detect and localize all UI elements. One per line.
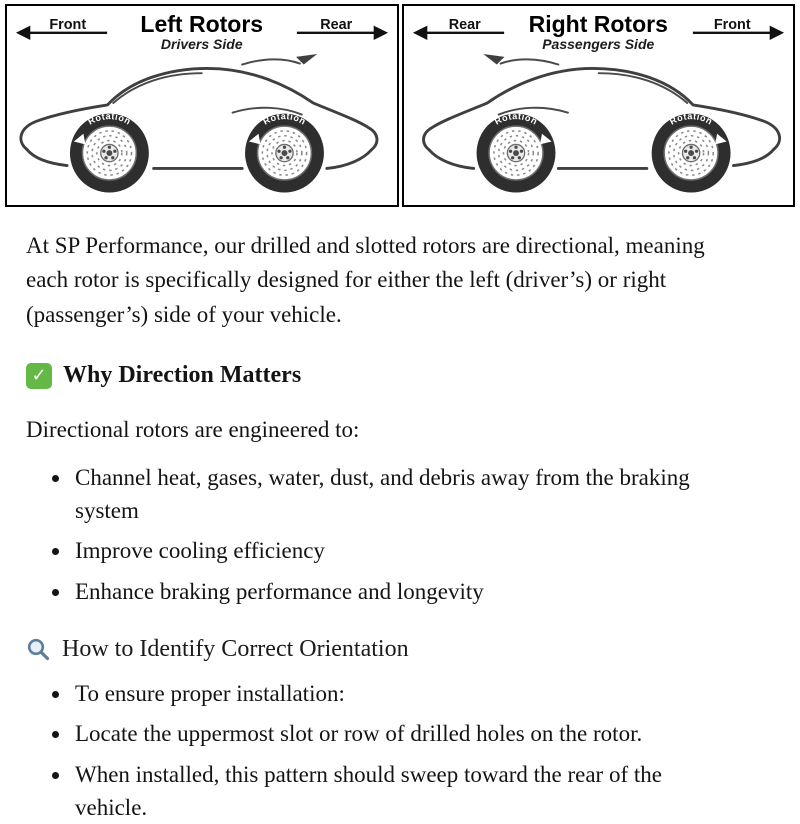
panel-title: Left Rotors — [140, 11, 264, 37]
list-item: To ensure proper installation: — [72, 677, 730, 710]
orientation-steps-list: To ensure proper installation: Locate th… — [26, 677, 730, 824]
panel-subtitle: Drivers Side — [160, 36, 243, 53]
rotor-direction-diagram: Front Left Rotors Drivers Side Rear Rot — [0, 0, 800, 207]
rear-direction-arrow-icon: Rear — [412, 17, 504, 40]
rear-arrow-label: Rear — [448, 17, 480, 33]
list-item: Improve cooling efficiency — [72, 534, 730, 567]
rotation-arrow-icon — [714, 133, 727, 145]
rotation-arrow-icon — [248, 133, 261, 145]
panel-subtitle: Passengers Side — [542, 36, 655, 53]
article-content: At SP Performance, our drilled and slott… — [0, 207, 760, 824]
svg-text:Rotation: Rotation — [86, 111, 132, 127]
left-rotors-panel: Front Left Rotors Drivers Side Rear Rot — [5, 4, 399, 207]
section-heading-why-direction-matters: ✓ Why Direction Matters — [26, 362, 730, 389]
rear-wheel-rotor: Rotation — [475, 111, 556, 193]
svg-text:Rotation: Rotation — [261, 111, 307, 127]
svg-text:Rotation: Rotation — [492, 111, 538, 127]
svg-text:Rotation: Rotation — [667, 111, 713, 127]
front-direction-arrow-icon: Front — [692, 17, 785, 40]
panel-title: Right Rotors — [528, 11, 668, 37]
left-panel-titles: Left Rotors Drivers Side — [110, 11, 294, 53]
rotation-label: Rotation — [261, 111, 307, 127]
list-item: Enhance braking performance and longevit… — [72, 575, 730, 608]
list-item: When installed, this pattern should swee… — [72, 758, 730, 824]
rear-wheel-rotor: Rotation — [244, 111, 325, 193]
rotation-arrow-icon — [539, 133, 552, 145]
right-panel-titles: Right Rotors Passengers Side — [507, 11, 691, 53]
front-arrow-label: Front — [714, 17, 751, 33]
rear-arrow-label: Rear — [320, 17, 352, 33]
magnifier-icon — [27, 638, 50, 661]
intro-paragraph: At SP Performance, our drilled and slott… — [26, 232, 705, 327]
rotation-label: Rotation — [492, 111, 538, 127]
rotation-label: Rotation — [667, 111, 713, 127]
section-title: Why Direction Matters — [63, 362, 302, 389]
left-car-illustration: Rotation Rotation — [19, 52, 379, 193]
right-panel-header: Rear Right Rotors Passengers Side Front — [404, 6, 794, 53]
front-direction-arrow-icon: Front — [15, 17, 108, 40]
list-item: Locate the uppermost slot or row of dril… — [72, 717, 730, 750]
section-title: How to Identify Correct Orientation — [62, 635, 409, 662]
rotation-arrow-icon — [73, 133, 86, 145]
left-panel-header: Front Left Rotors Drivers Side Rear — [7, 6, 397, 53]
list-item: Channel heat, gases, water, dust, and de… — [72, 461, 730, 528]
front-wheel-rotor: Rotation — [69, 111, 150, 193]
front-wheel-rotor: Rotation — [650, 111, 731, 193]
section-heading-how-to-identify: How to Identify Correct Orientation — [26, 636, 730, 663]
rear-direction-arrow-icon: Rear — [296, 17, 388, 40]
right-rotors-panel: Rear Right Rotors Passengers Side Front — [401, 4, 795, 207]
check-icon: ✓ — [26, 362, 52, 389]
rotation-label: Rotation — [86, 111, 132, 127]
lead-paragraph: Directional rotors are engineered to: — [26, 417, 360, 443]
front-arrow-label: Front — [49, 17, 86, 33]
page: Front Left Rotors Drivers Side Rear Rot — [0, 0, 800, 800]
benefits-list: Channel heat, gases, water, dust, and de… — [26, 461, 730, 608]
right-car-illustration: Rotation Rotation — [421, 52, 781, 193]
